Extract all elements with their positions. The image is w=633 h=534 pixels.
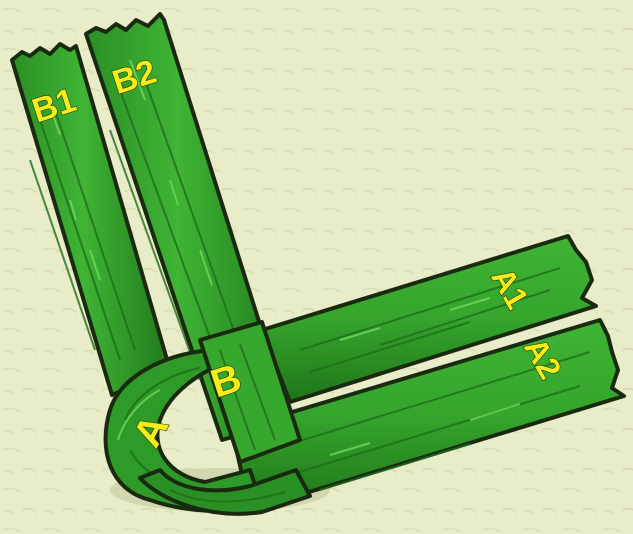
knot-illustration: B1 B2 A1 A2 A B — [0, 0, 633, 534]
knot-diagram: B1 B2 A1 A2 A B — [0, 0, 633, 534]
